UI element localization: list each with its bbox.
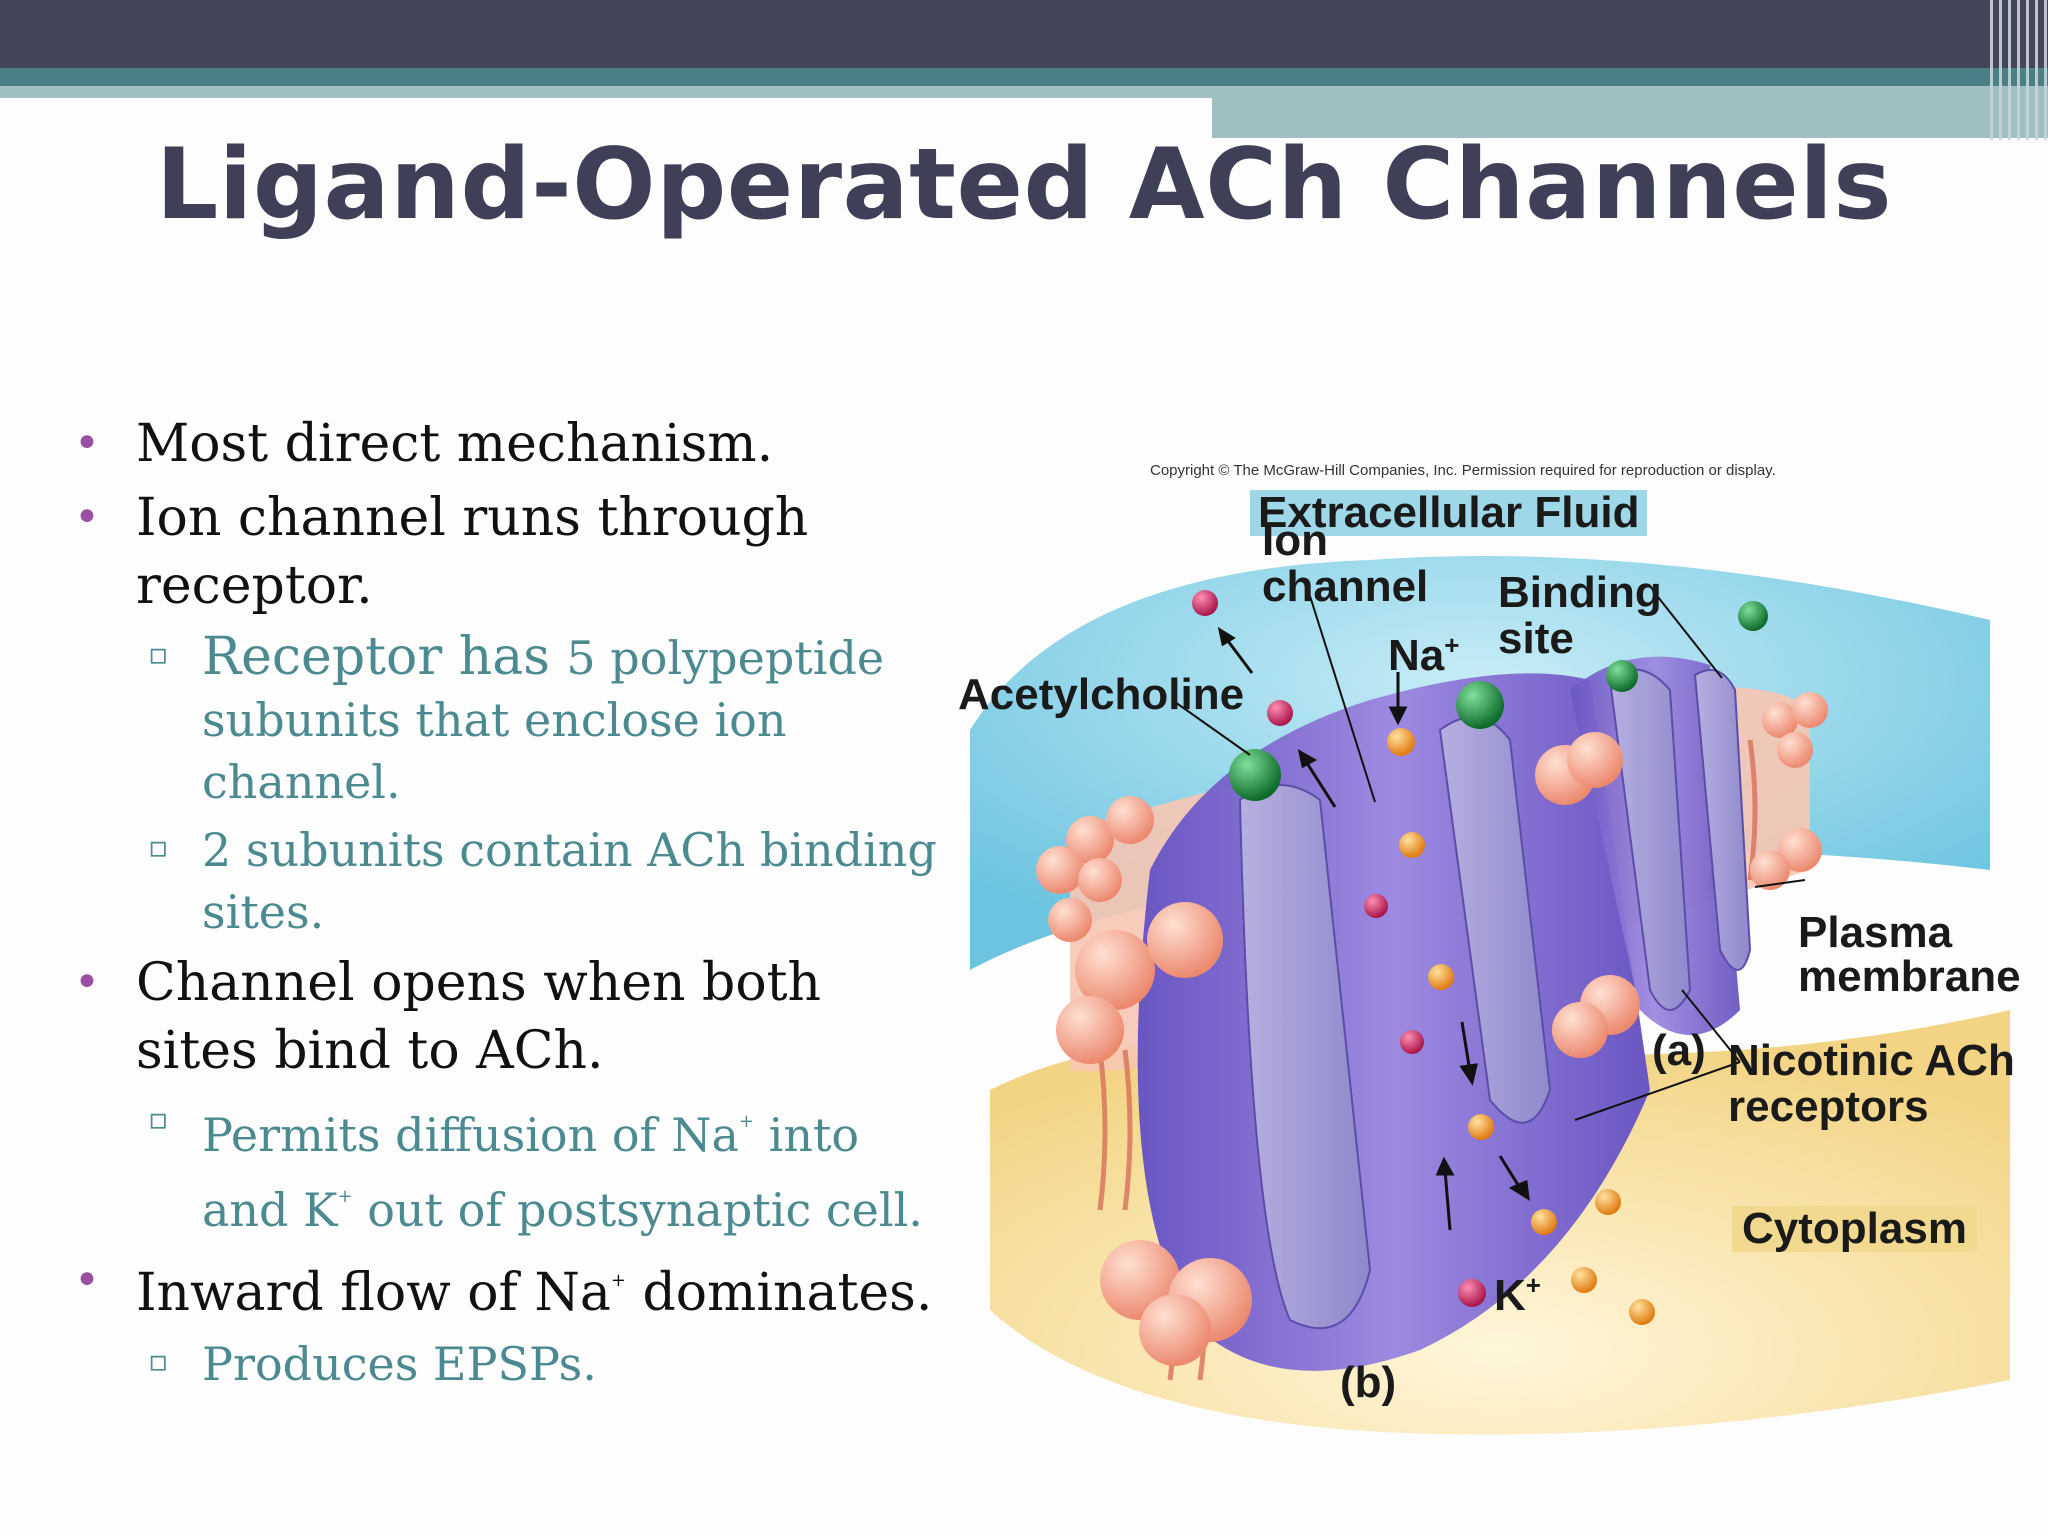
edge-decoration: [1990, 0, 2048, 140]
bullet-item: Inward flow of Na+ dominates.: [70, 1247, 950, 1327]
sub-bullet-item: Receptor has 5 polypeptide subunits that…: [70, 624, 950, 813]
slide-title: Ligand-Operated ACh Channels: [155, 128, 1893, 242]
sub-bullet-item: 2 subunits contain ACh binding sites.: [70, 817, 950, 943]
bullet-text: polypeptide subunits that enclose ion ch…: [202, 631, 885, 809]
label-acetylcholine: Acetylcholine: [958, 670, 1245, 719]
bullet-text: Receptor has: [202, 627, 567, 687]
label-site: site: [1498, 614, 1574, 663]
membrane-illustration: [970, 556, 2010, 1435]
acetylcholine-molecules: [1229, 601, 1768, 801]
receptor-subunit: [1693, 669, 1752, 971]
label-nicotinic: Nicotinic ACh: [1728, 1036, 2015, 1085]
label-membrane: membrane: [1798, 952, 2021, 1001]
label-extracellular-fluid: Extracellular Fluid: [1250, 490, 1648, 536]
label-ion: Ion: [1262, 516, 1328, 565]
flow-arrows: [1217, 626, 1530, 1231]
bullet-item: Most direct mechanism.: [70, 410, 950, 478]
leader-lines: [1174, 595, 1806, 1121]
label-k: K+: [1494, 1270, 1541, 1320]
teal-accent-strip: [0, 86, 1212, 98]
bullet-text: Channel opens when both sites bind to AC…: [136, 953, 822, 1081]
bullet-text: Produces EPSPs.: [202, 1337, 597, 1391]
superscript: +: [337, 1186, 353, 1207]
sub-bullet-item: Permits diffusion of Na+ into and K+ out…: [70, 1089, 950, 1241]
bullet-list: Most direct mechanism. Ion channel runs …: [70, 404, 950, 1395]
teal-band: [0, 68, 2048, 86]
sub-bullet-item: Produces EPSPs.: [70, 1331, 950, 1395]
superscript: +: [738, 1111, 754, 1132]
label-binding: Binding: [1498, 568, 1662, 617]
bullet-text: Ion channel runs through receptor.: [136, 488, 809, 616]
copyright-notice: Copyright © The McGraw-Hill Companies, I…: [1150, 462, 1776, 479]
bullet-text: out of postsynaptic cell.: [352, 1183, 923, 1237]
bullet-text: Most direct mechanism.: [136, 414, 774, 474]
teal-accent-box: [1212, 86, 2048, 138]
label-panel-b: (b): [1340, 1358, 1397, 1407]
bullet-text: Inward flow of Na: [136, 1263, 611, 1323]
label-plasma: Plasma: [1798, 908, 1953, 957]
bullet-item: Ion channel runs through receptor.: [70, 484, 950, 620]
receptor-subunit: [1238, 784, 1372, 1330]
bullet-text: 2 subunits contain ACh binding sites.: [202, 823, 937, 939]
ach-receptor-figure: Copyright © The McGraw-Hill Companies, I…: [950, 450, 2030, 1450]
lipid-heads: [1036, 692, 1828, 1366]
potassium-ions: [1192, 590, 1486, 1307]
label-channel: channel: [1262, 562, 1429, 611]
label-cytoplasm: Cytoplasm: [1732, 1206, 1977, 1252]
sodium-ions: [1387, 728, 1655, 1325]
superscript: +: [610, 1270, 626, 1291]
bullet-text: Permits diffusion of Na: [202, 1108, 739, 1162]
bullet-item: Channel opens when both sites bind to AC…: [70, 949, 950, 1085]
label-panel-a: (a): [1652, 1026, 1706, 1075]
bullet-text: into and K: [202, 1108, 860, 1237]
bullet-text: dominates.: [625, 1263, 933, 1323]
label-receptors: receptors: [1728, 1082, 1929, 1131]
label-na: Na+: [1388, 630, 1460, 680]
bullet-text: 5: [566, 631, 596, 685]
top-bar: [0, 0, 2048, 68]
